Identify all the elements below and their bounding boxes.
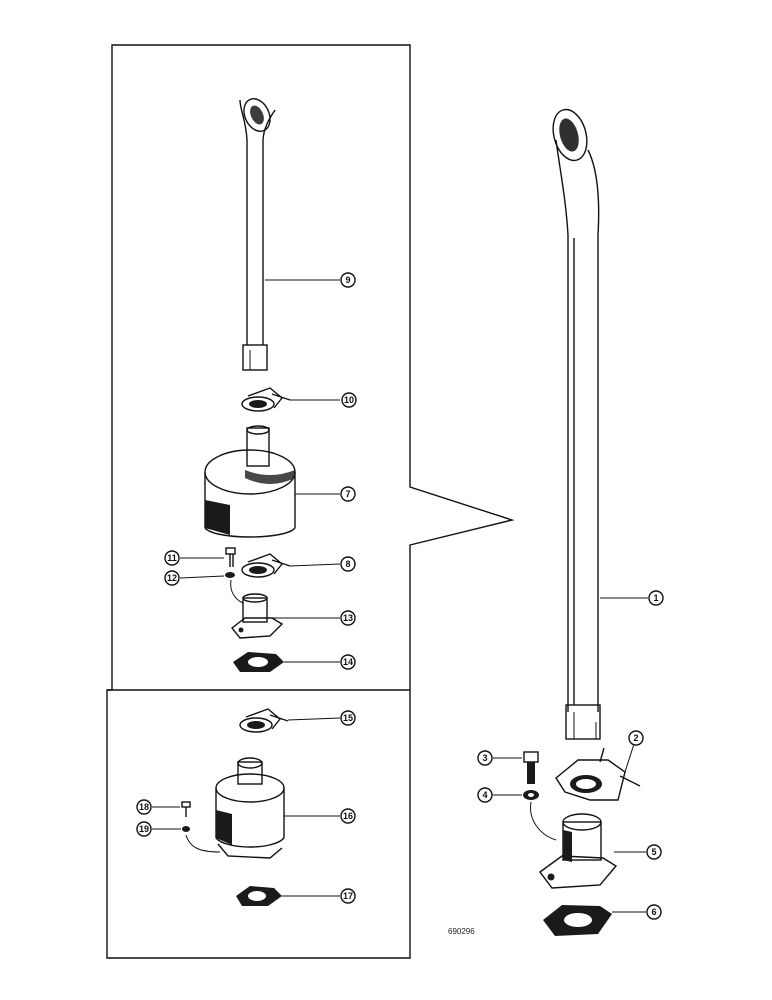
svg-text:12: 12 <box>167 573 177 583</box>
svg-text:15: 15 <box>343 713 353 723</box>
inset-clamp-8 <box>241 553 291 578</box>
svg-text:2: 2 <box>633 733 638 743</box>
callout-10: 10 <box>341 392 357 408</box>
main-gasket-6 <box>543 905 612 936</box>
svg-text:10: 10 <box>344 395 354 405</box>
callout-4: 4 <box>477 787 493 803</box>
inset-exhaust-pipe <box>239 98 276 371</box>
callout-3: 3 <box>477 750 493 766</box>
main-leader-path <box>530 801 557 841</box>
svg-text:14: 14 <box>343 657 353 667</box>
callout-9-upper: 9 <box>340 272 356 288</box>
svg-text:16: 16 <box>343 811 353 821</box>
inset-clamp-10 <box>241 387 291 412</box>
callout-14: 14 <box>340 654 356 670</box>
inset-flange <box>230 579 284 639</box>
callout-6: 6 <box>646 904 662 920</box>
svg-text:3: 3 <box>482 753 487 763</box>
svg-text:19: 19 <box>139 824 149 834</box>
main-washer-4 <box>523 790 539 800</box>
callout-13: 13 <box>340 610 356 626</box>
callout-1: 1 <box>648 590 664 606</box>
svg-text:9: 9 <box>345 275 350 285</box>
callout-7: 7 <box>340 486 356 502</box>
inset-bolt-11 <box>225 547 236 567</box>
callout-16: 16 <box>340 808 356 824</box>
lower-clamp-15 <box>239 708 289 733</box>
callout-18: 18 <box>136 799 152 815</box>
callout-17: 17 <box>340 888 356 904</box>
inset-muffler <box>204 425 296 538</box>
leader-lines <box>152 279 648 913</box>
lower-bolt-18 <box>181 801 191 817</box>
svg-text:6: 6 <box>651 907 656 917</box>
callout-11: 11 <box>164 550 180 566</box>
callout-15: 15 <box>340 710 356 726</box>
callout-12: 12 <box>164 570 180 586</box>
callout-5: 5 <box>646 844 662 860</box>
svg-text:5: 5 <box>651 847 656 857</box>
svg-text:11: 11 <box>167 553 177 563</box>
callout-2: 2 <box>628 730 644 746</box>
inset-gasket <box>233 652 284 672</box>
inset-frame <box>106 44 515 959</box>
main-clamp-2 <box>555 747 641 801</box>
main-flange-5 <box>539 813 618 889</box>
main-exhaust-pipe <box>552 108 601 740</box>
lower-leader-path <box>185 834 221 853</box>
inset-nut-12 <box>225 572 235 578</box>
callout-19: 19 <box>136 821 152 837</box>
main-bolt-3 <box>523 751 539 784</box>
svg-text:7: 7 <box>345 489 350 499</box>
svg-text:8: 8 <box>345 559 350 569</box>
callout-8: 8 <box>340 556 356 572</box>
svg-text:13: 13 <box>343 613 353 623</box>
svg-text:17: 17 <box>343 891 353 901</box>
part-number: 690296 <box>448 927 475 936</box>
svg-text:1: 1 <box>653 593 658 603</box>
lower-nut-19 <box>182 826 190 832</box>
svg-text:4: 4 <box>482 790 487 800</box>
svg-text:18: 18 <box>139 802 149 812</box>
lower-gasket-17 <box>236 886 282 906</box>
lower-muffler <box>215 757 285 859</box>
